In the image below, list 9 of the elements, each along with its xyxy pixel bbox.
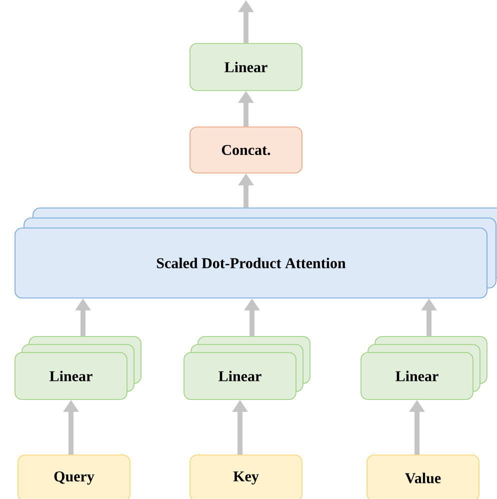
input-box: Query <box>18 454 130 499</box>
stacked-linear-box: Linear <box>184 336 310 400</box>
process-box: Concat. <box>190 126 302 174</box>
stacked-linear-box: Linear <box>14 336 142 400</box>
stacked-attention-box: Scaled Dot-Product Attention <box>14 208 497 298</box>
input-box: Key <box>190 454 302 499</box>
process-box: Linear <box>190 43 302 91</box>
input-box: Value <box>366 454 480 499</box>
stacked-linear-box: Linear <box>360 336 488 400</box>
